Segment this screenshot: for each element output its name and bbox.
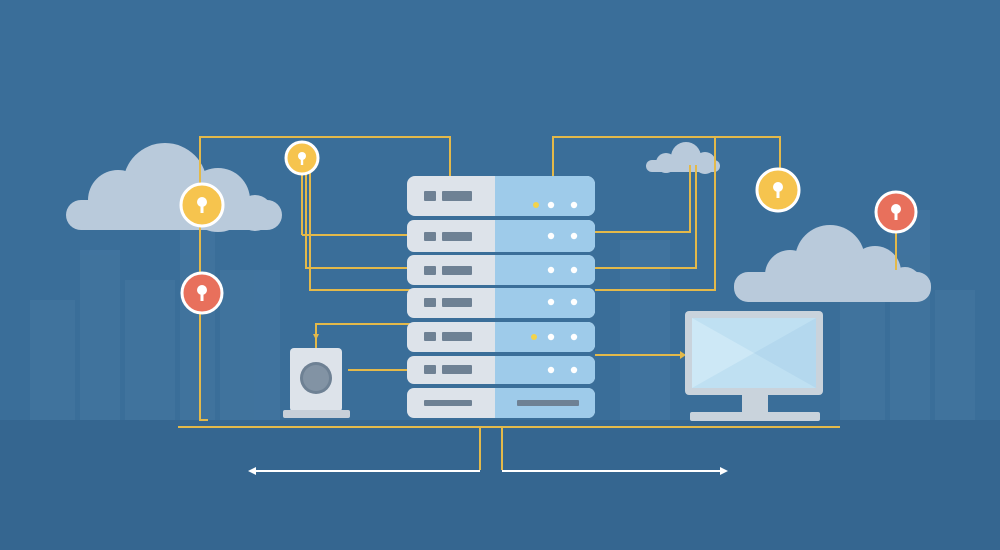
arrowhead-icon bbox=[313, 334, 319, 340]
location-pin-icon bbox=[755, 167, 801, 213]
server-unit bbox=[407, 388, 595, 418]
monitor-icon bbox=[685, 311, 823, 421]
location-pin-icon bbox=[284, 140, 320, 176]
connector-lines bbox=[178, 136, 897, 470]
location-pin-icon bbox=[180, 271, 224, 315]
ground-band bbox=[0, 420, 1000, 550]
cloud-icon bbox=[734, 225, 931, 302]
server-unit bbox=[407, 288, 595, 318]
hard-drive-icon bbox=[283, 348, 350, 418]
location-pin-icon bbox=[179, 182, 225, 228]
server-unit bbox=[407, 176, 595, 216]
server-rack-icon bbox=[407, 176, 595, 418]
arrowhead-icon bbox=[680, 351, 686, 359]
server-unit bbox=[407, 322, 595, 352]
city-skyline bbox=[30, 210, 975, 420]
location-pin-icon bbox=[874, 190, 918, 234]
cloud-icon bbox=[646, 142, 720, 174]
server-unit bbox=[407, 356, 595, 384]
double-arrow-icon bbox=[248, 467, 728, 475]
server-unit bbox=[407, 255, 595, 285]
server-unit bbox=[407, 220, 595, 252]
